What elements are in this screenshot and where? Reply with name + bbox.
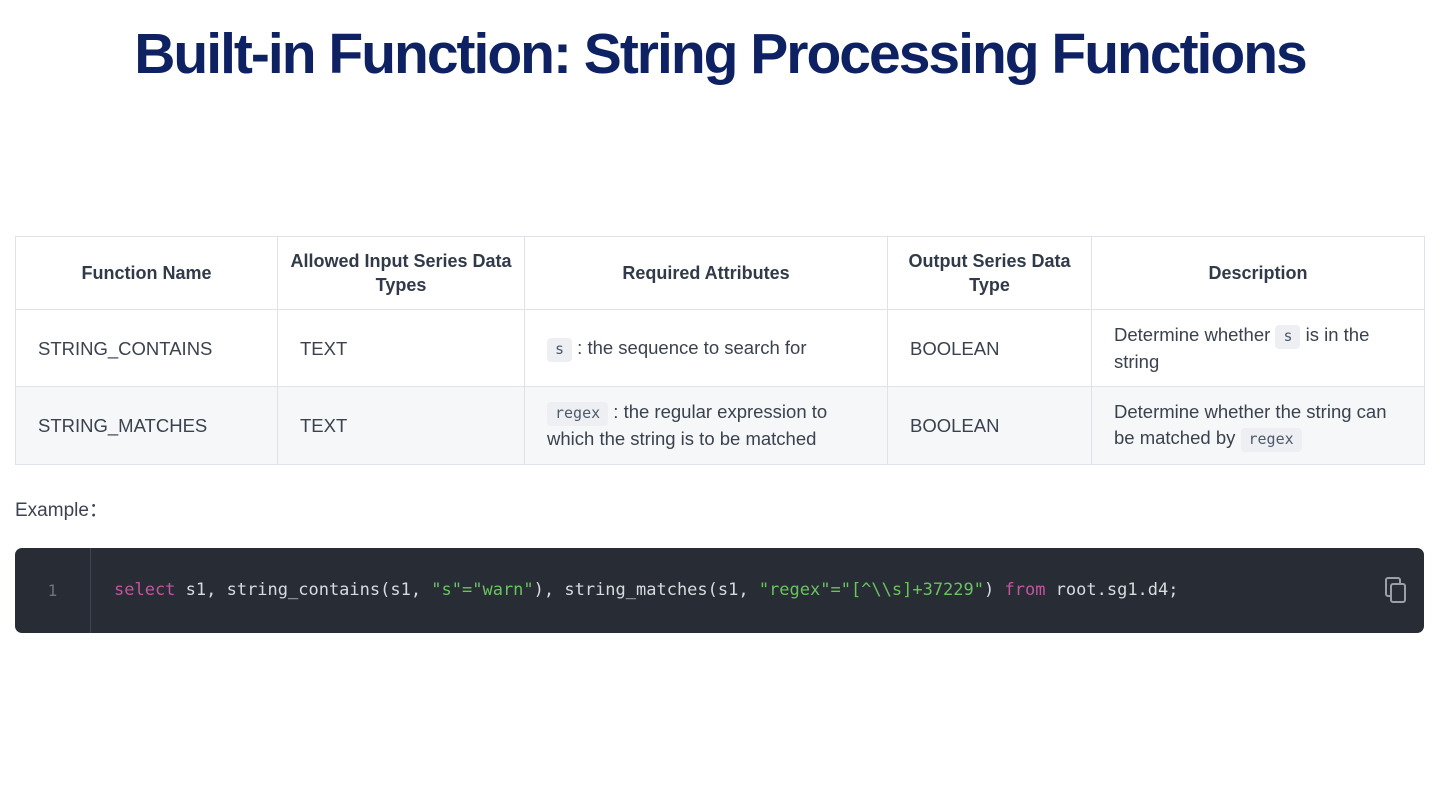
- column-header: Output Series Data Type: [887, 235, 1092, 311]
- page: { "title": "Built-in Function: String Pr…: [0, 22, 1440, 810]
- output-type-cell: BOOLEAN: [887, 386, 1092, 465]
- code-token-keyword: select: [114, 580, 176, 601]
- attribute-chip: regex: [1240, 427, 1302, 452]
- column-header: Function Name: [15, 235, 278, 311]
- description-cell: Determine whether the string can be matc…: [1091, 386, 1425, 465]
- code-token-plain: ): [984, 580, 1005, 601]
- code-token-plain: ), string_matches(s1,: [533, 580, 759, 601]
- function-name-cell: STRING_MATCHES: [15, 386, 278, 465]
- attribute-chip: s: [1275, 325, 1301, 349]
- function-name-cell: STRING_CONTAINS: [15, 309, 278, 388]
- copy-code-button[interactable]: [1382, 575, 1408, 605]
- required-attributes-cell: s : the sequence to search for: [524, 309, 888, 388]
- output-type-cell: BOOLEAN: [887, 309, 1092, 388]
- code-line: select s1, string_contains(s1, "s"="warn…: [91, 548, 1424, 633]
- attribute-chip: s: [547, 337, 573, 362]
- code-token-plain: s1, string_contains(s1,: [175, 580, 432, 601]
- description-cell: Determine whether s is in the string: [1091, 309, 1425, 388]
- page-title: Built-in Function: String Processing Fun…: [134, 22, 1307, 86]
- code-token-string: "regex"="[^\\s]+37229": [758, 580, 984, 601]
- code-token-keyword: from: [1004, 580, 1046, 601]
- column-header: Description: [1091, 235, 1425, 311]
- code-token-string: "s"="warn": [431, 580, 534, 601]
- code-block: 1 select s1, string_contains(s1, "s"="wa…: [15, 547, 1424, 633]
- input-types-cell: TEXT: [277, 386, 525, 465]
- required-attributes-cell: regex : the regular expression to which …: [524, 386, 888, 465]
- copy-icon: [1382, 577, 1408, 608]
- column-header: Allowed Input Series Data Types: [277, 235, 525, 311]
- line-number: 1: [15, 547, 91, 633]
- attribute-chip: regex: [547, 402, 609, 427]
- code-token-plain: root.sg1.d4;: [1045, 580, 1179, 601]
- column-header: Required Attributes: [524, 235, 888, 311]
- input-types-cell: TEXT: [277, 309, 525, 388]
- example-label: Example：: [15, 499, 108, 521]
